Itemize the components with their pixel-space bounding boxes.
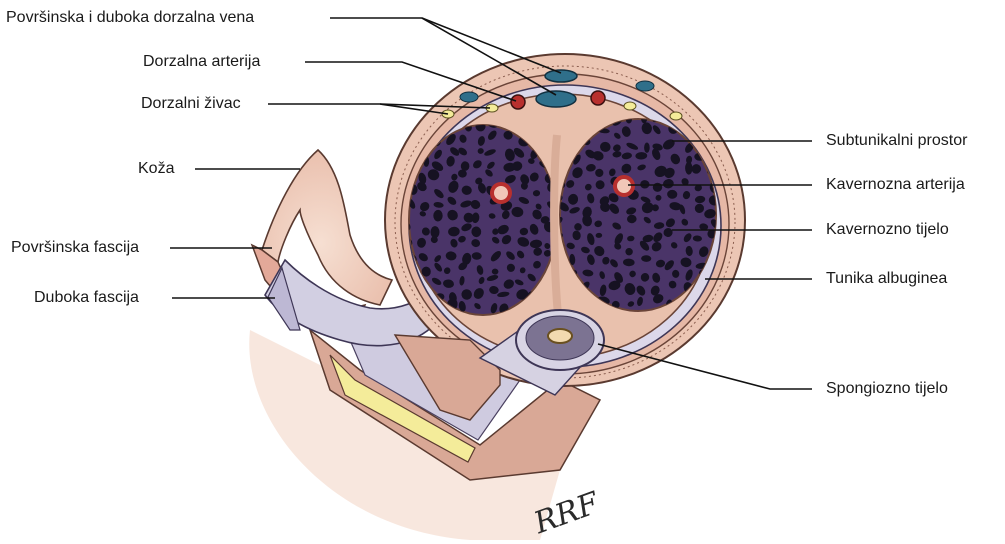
cavernous-sinus	[644, 142, 650, 152]
dorsal-nerve-4	[670, 112, 682, 120]
cavernous-sinus	[431, 226, 440, 238]
superficial-vein-right	[636, 81, 654, 91]
label-subtunical-space: Subtunikalni prostor	[826, 132, 967, 150]
label-superficial-fascia: Površinska fascija	[11, 239, 139, 257]
label-corpus-spongiosum: Spongiozno tijelo	[826, 380, 948, 398]
dorsal-artery-right	[591, 91, 605, 105]
cavernous-artery-left	[492, 184, 510, 202]
septum	[554, 135, 558, 315]
cavernous-artery-right	[615, 177, 633, 195]
superficial-dorsal-vein	[545, 70, 577, 82]
label-tunica-albuginea: Tunika albuginea	[826, 270, 947, 288]
cavernous-sinus	[400, 123, 410, 133]
dorsal-nerve-3	[624, 102, 636, 110]
label-dorsal-artery: Dorzalna arterija	[143, 53, 260, 71]
cavernous-sinus	[712, 113, 720, 121]
label-deep-fascia: Duboka fascija	[34, 289, 139, 307]
label-skin: Koža	[138, 160, 174, 178]
dorsal-artery-left	[511, 95, 525, 109]
label-superficial-deep-dorsal-vein: Površinska i duboka dorzalna vena	[6, 9, 254, 27]
label-corpus-cavernosum: Kavernozno tijelo	[826, 221, 949, 239]
label-cavernous-artery: Kavernozna arterija	[826, 176, 965, 194]
cavernous-sinus	[653, 183, 662, 192]
leader-vein-2	[422, 18, 561, 73]
label-dorsal-nerve: Dorzalni živac	[141, 95, 241, 113]
deep-dorsal-vein	[536, 91, 576, 107]
superficial-vein-left	[460, 92, 478, 102]
urethra	[548, 329, 572, 343]
